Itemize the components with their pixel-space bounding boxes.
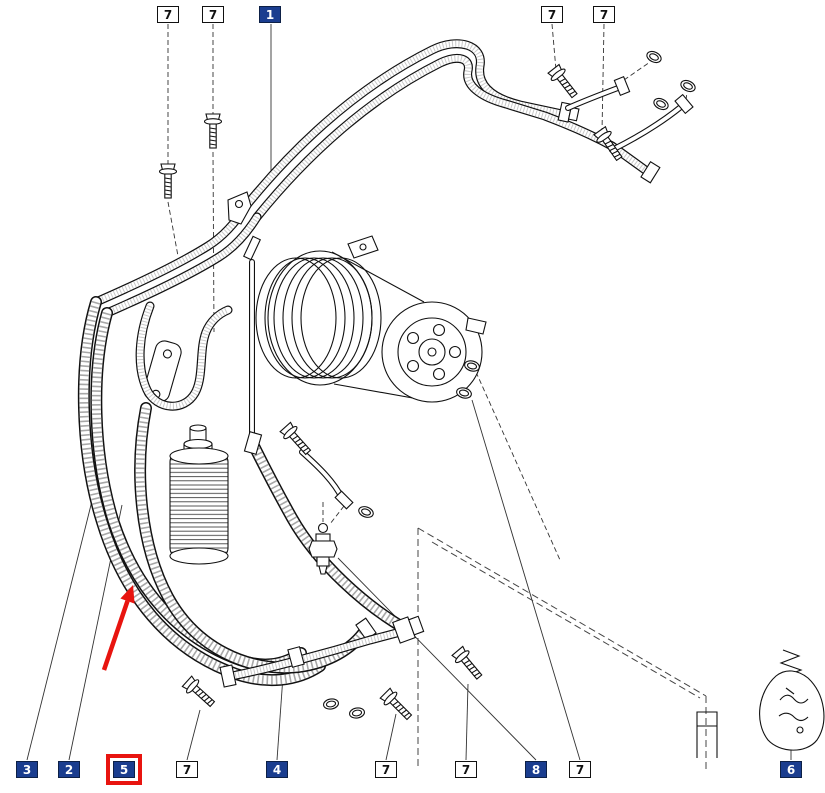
callout-7-top-4[interactable]: 7	[593, 6, 615, 23]
hose-part-3	[77, 296, 326, 687]
condenser-mount-tab	[696, 711, 718, 758]
leader-lines-dashed	[167, 23, 688, 561]
callout-label: 2	[64, 762, 74, 777]
callout-8-bottom-7[interactable]: 8	[525, 761, 547, 778]
callout-7-top-3[interactable]: 7	[541, 6, 563, 23]
receiver-drier	[169, 424, 229, 565]
pipe-assembly-top	[91, 39, 661, 318]
callout-7-top-0[interactable]: 7	[157, 6, 179, 23]
callout-5-bottom-2[interactable]: 5	[106, 754, 142, 785]
callout-label: 1	[265, 7, 275, 22]
callout-7-bottom-5[interactable]: 7	[375, 761, 397, 778]
callout-7-bottom-8[interactable]: 7	[569, 761, 591, 778]
callout-7-top-1[interactable]: 7	[202, 6, 224, 23]
callout-label: 8	[531, 762, 541, 777]
callout-label: 7	[182, 762, 192, 777]
callout-label: 7	[599, 7, 609, 22]
pipe-s-loop	[135, 301, 233, 411]
callout-label: 7	[163, 7, 173, 22]
highlight-arrow	[101, 585, 135, 671]
condenser-panel-outline	[417, 527, 707, 770]
callout-label: 7	[575, 762, 585, 777]
valve-feed-pipe	[299, 449, 354, 510]
callout-7-bottom-6[interactable]: 7	[455, 761, 477, 778]
callout-label: 7	[461, 762, 471, 777]
pipe-assembly-lower	[219, 615, 425, 688]
callout-4-bottom-4[interactable]: 4	[266, 761, 288, 778]
callout-label: 3	[22, 762, 32, 777]
callout-label: 6	[786, 762, 796, 777]
pipe-stubs-right	[565, 75, 694, 153]
leader-lines	[26, 24, 792, 761]
compressor	[255, 235, 487, 403]
callout-6-bottom-9[interactable]: 6	[780, 761, 802, 778]
callout-label: 5	[119, 762, 129, 777]
callout-label: 7	[547, 7, 557, 22]
callout-7-bottom-3[interactable]: 7	[176, 761, 198, 778]
callout-label: 4	[272, 762, 282, 777]
callout-label: 7	[381, 762, 391, 777]
sachet-part	[759, 649, 825, 751]
callout-2-bottom-1[interactable]: 2	[58, 761, 80, 778]
hose-part-5	[134, 402, 377, 674]
callout-1-top-2[interactable]: 1	[259, 6, 281, 23]
callout-3-bottom-0[interactable]: 3	[16, 761, 38, 778]
hose-part-4	[243, 431, 410, 634]
expansion-valve	[308, 522, 338, 575]
callout-label: 7	[208, 7, 218, 22]
